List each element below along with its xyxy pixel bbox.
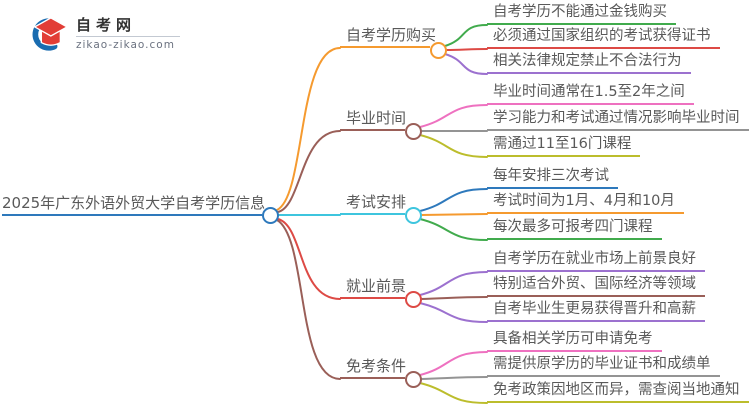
connector-branch1-leaf3: [444, 53, 488, 75]
connector-branch4-leaf2: [420, 296, 488, 300]
site-logo[interactable]: 自考网 zikao-zikao.com: [28, 16, 180, 54]
branch-topic-3: 考试安排: [340, 192, 406, 215]
branch-3-handle[interactable]: [405, 207, 422, 224]
leaf-topic: 需通过11至16门课程: [487, 135, 641, 157]
site-name: 自考网: [76, 16, 137, 34]
leaf-topic: 特别适合外贸、国际经济等领域: [487, 275, 705, 297]
connector-branch3-leaf2: [420, 213, 488, 216]
connector-branch3-leaf3: [419, 218, 488, 241]
leaf-topic: 自考毕业生更易获得晋升和高薪: [487, 300, 705, 322]
connector-branch4-leaf1: [419, 271, 488, 296]
leaf-topic: 每次最多可报考四门课程: [487, 218, 662, 240]
leaf-topic: 需提供原学历的毕业证书和成绩单: [487, 355, 720, 377]
connector-root-branch-1: [276, 47, 341, 211]
connector-root-branch-4: [277, 218, 341, 300]
root-node-handle[interactable]: [262, 207, 279, 224]
leaf-topic: 自考学历不能通过金钱购买: [487, 3, 676, 25]
leaf-topic: 免考政策因地区而异，需查阅当地通知: [487, 381, 749, 403]
leaf-topic: 相关法律规定禁止不合法行为: [487, 52, 691, 74]
site-url: zikao-zikao.com: [76, 39, 175, 51]
connector-root-branch-5: [276, 219, 341, 380]
connector-branch3-leaf1: [419, 188, 488, 212]
site-logo-text: 自考网 zikao-zikao.com: [76, 16, 180, 51]
branch-5-handle[interactable]: [405, 371, 422, 388]
connector-branch4-leaf3: [419, 302, 488, 323]
graduation-cap-icon: [28, 16, 69, 54]
branch-4-handle[interactable]: [405, 291, 422, 308]
connector-branch1-leaf1: [444, 24, 488, 47]
leaf-topic: 考试时间为1月、4月和10月: [487, 192, 684, 214]
branch-topic-4: 就业前景: [340, 276, 406, 299]
branch-2-handle[interactable]: [405, 123, 422, 140]
leaf-topic: 具备相关学历可申请免考: [487, 330, 662, 352]
branch-topic-2: 毕业时间: [340, 108, 406, 131]
leaf-topic: 学习能力和考试通过情况影响毕业时间: [487, 109, 749, 131]
branch-topic-5: 免考条件: [340, 356, 406, 379]
connector-branch5-leaf2: [420, 376, 488, 380]
connector-branch2-leaf3: [419, 134, 488, 158]
connector-branch2-leaf1: [419, 104, 488, 128]
connector-branch5-leaf1: [419, 351, 488, 376]
logo-divider: [76, 36, 180, 37]
leaf-topic: 自考学历在就业市场上前景良好: [487, 250, 705, 272]
connector-branch1-leaf2: [445, 48, 488, 51]
leaf-topic: 必须通过国家组织的考试获得证书: [487, 27, 720, 49]
connector-root-branch-2: [277, 130, 341, 213]
branch-1-handle[interactable]: [430, 42, 447, 59]
branch-topic-1: 自考学历购买: [340, 25, 436, 48]
connector-branch5-leaf3: [419, 382, 488, 404]
leaf-topic: 每年安排三次考试: [487, 167, 618, 189]
root-topic: 2025年广东外语外贸大学自考学历信息: [2, 193, 265, 216]
leaf-topic: 毕业时间通常在1.5至2年之间: [487, 83, 694, 105]
